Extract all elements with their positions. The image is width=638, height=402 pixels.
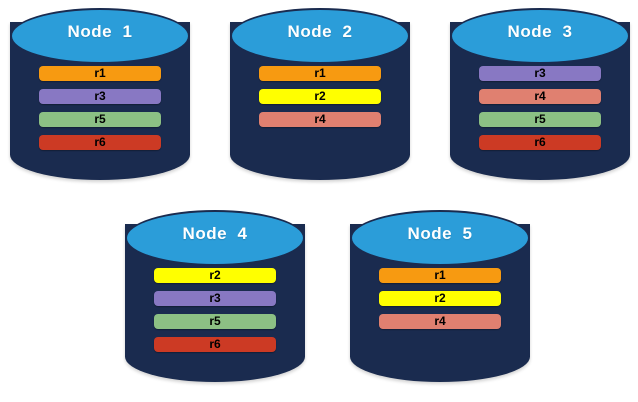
replica-bar[interactable]: r2 (378, 291, 502, 306)
database-node-2[interactable]: Node 2 r1 r2 r4 (230, 8, 410, 180)
cylinder-top-ellipse (10, 8, 190, 64)
cylinder-top-ellipse (230, 8, 410, 64)
replica-list: r1 r3 r5 r6 (38, 66, 162, 150)
replica-bar[interactable]: r6 (153, 337, 277, 352)
replica-bar[interactable]: r5 (38, 112, 162, 127)
replica-list: r1 r2 r4 (258, 66, 382, 127)
replica-bar[interactable]: r3 (478, 66, 602, 81)
replica-bar[interactable]: r6 (478, 135, 602, 150)
replica-list: r2 r3 r5 r6 (153, 268, 277, 352)
cylinder-top-ellipse (450, 8, 630, 64)
replica-bar[interactable]: r5 (153, 314, 277, 329)
replica-list: r3 r4 r5 r6 (478, 66, 602, 150)
replica-bar[interactable]: r4 (478, 89, 602, 104)
node-title: Node 3 (507, 22, 573, 41)
database-node-5[interactable]: Node 5 r1 r2 r4 (350, 210, 530, 382)
node-title: Node 2 (287, 22, 353, 41)
node-title: Node 1 (67, 22, 133, 41)
replica-bar[interactable]: r1 (258, 66, 382, 81)
replica-bar[interactable]: r3 (153, 291, 277, 306)
replica-bar[interactable]: r4 (378, 314, 502, 329)
replica-bar[interactable]: r2 (153, 268, 277, 283)
replica-bar[interactable]: r4 (258, 112, 382, 127)
replica-bar[interactable]: r5 (478, 112, 602, 127)
replica-bar[interactable]: r6 (38, 135, 162, 150)
database-node-1[interactable]: Node 1 r1 r3 r5 r6 (10, 8, 190, 180)
node-title: Node 4 (182, 224, 248, 243)
database-node-3[interactable]: Node 3 r3 r4 r5 r6 (450, 8, 630, 180)
replica-bar[interactable]: r2 (258, 89, 382, 104)
cylinder-top-ellipse (125, 210, 305, 266)
replica-list: r1 r2 r4 (378, 268, 502, 329)
node-title: Node 5 (407, 224, 473, 243)
replica-bar[interactable]: r3 (38, 89, 162, 104)
database-node-4[interactable]: Node 4 r2 r3 r5 r6 (125, 210, 305, 382)
replica-bar[interactable]: r1 (378, 268, 502, 283)
cylinder-top-ellipse (350, 210, 530, 266)
replica-bar[interactable]: r1 (38, 66, 162, 81)
